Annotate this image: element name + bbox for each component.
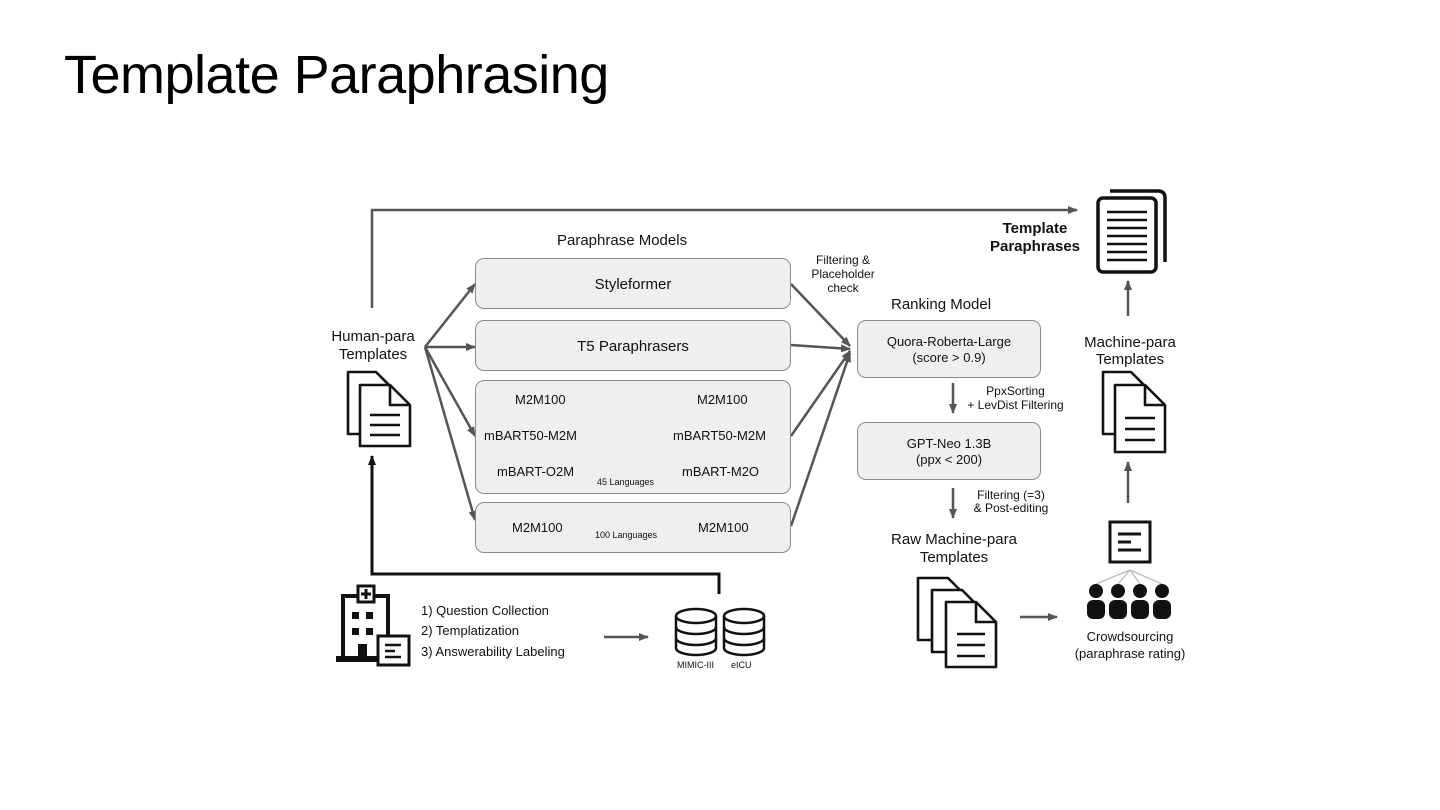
fanout-arrows [423,283,477,521]
styleformer-label: Styleformer [594,276,672,293]
styleformer-box: Styleformer [475,258,791,309]
bt-left-model-1: M2M100 [515,392,566,407]
step-1: 1) Question Collection [421,603,549,618]
bt-right-model-1: M2M100 [697,392,748,407]
machine-para-label: Machine-para Templates [1084,334,1176,368]
quora-label: Quora-Roberta-Large (score > 0.9) [886,334,1012,365]
post-edit-note: Filtering (=3) & Post-editing [973,488,1049,515]
crowd-people-icon [1087,584,1171,619]
t5-label: T5 Paraphrasers [577,338,689,355]
raw-machine-para-documents-icon [916,576,998,669]
m2m-languages-label: 100 Languages [595,530,658,540]
ranking-heading: Ranking Model [891,296,992,313]
ppx-note: PpxSorting + LevDist Filtering [967,384,1064,412]
m2m-left-model: M2M100 [512,520,563,535]
m2m-box [475,502,791,553]
step-2: 2) Templatization [421,623,520,638]
back-translation-box [475,380,791,494]
step-3: 3) Answerability Labeling [421,644,565,659]
crowd-connector-lines [1095,569,1163,585]
database-mimic-icon [674,607,718,657]
human-para-document-icon [346,370,412,448]
machine-para-document-icon [1101,370,1167,454]
quora-box: Quora-Roberta-Large (score > 0.9) [857,320,1041,378]
crowdsourcing-label: Crowdsourcing (paraphrase rating) [1074,629,1186,661]
gpt-label: GPT-Neo 1.3B (ppx < 200) [906,436,992,467]
human-para-label: Human-para Templates [331,328,415,363]
db-label-eicu: eICU [731,660,752,670]
database-eicu-icon [722,607,766,657]
gpt-box: GPT-Neo 1.3B (ppx < 200) [857,422,1041,480]
top-bypass-arrow [370,206,1078,308]
bt-right-model-3: mBART-M2O [682,464,760,479]
rating-document-icon [1108,520,1152,564]
clipboard-icon [376,634,411,667]
bt-right-model-2: mBART50-M2M [673,428,766,443]
db-feedback-arrow [368,455,721,594]
db-label-mimic: MIMIC-III [677,660,714,670]
bt-left-model-3: mBART-O2M [497,464,575,479]
t5-box: T5 Paraphrasers [475,320,791,371]
filter-note: Filtering & Placeholder check [811,253,875,295]
raw-machine-para-label: Raw Machine-para Templates [891,531,1017,566]
template-paraphrases-stack-icon [1096,189,1167,274]
paraphrase-models-heading: Paraphrase Models [557,232,688,249]
fanin-arrows [789,283,852,527]
m2m-right-model: M2M100 [698,520,749,535]
page-title: Template Paraphrasing [64,45,609,105]
bt-languages-label: 45 Languages [597,477,655,487]
template-paraphrases-label: Template Paraphrases [989,220,1081,255]
bt-left-model-2: mBART50-M2M [484,428,577,443]
